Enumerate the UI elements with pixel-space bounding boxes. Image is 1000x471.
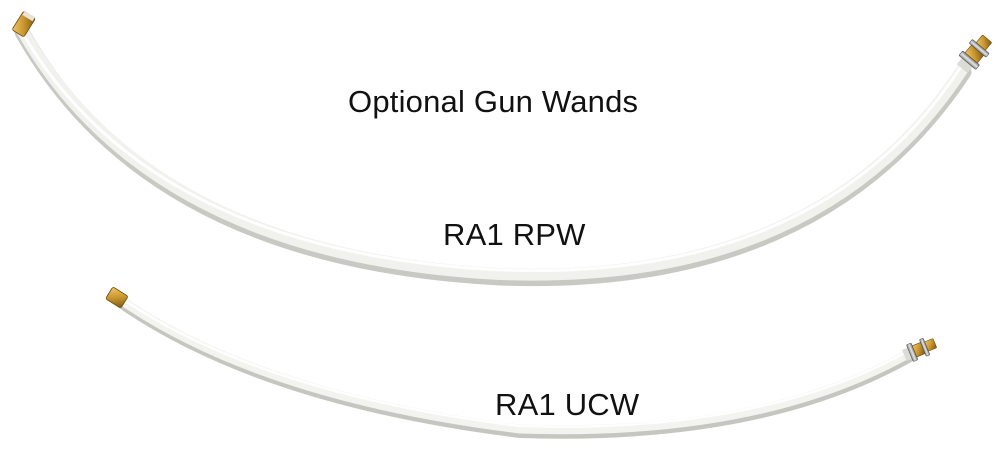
wand-rpw-tube-highlight (18, 27, 962, 273)
wand-ucw-label: RA1 UCW (495, 387, 640, 422)
wand-rpw-left-fitting (12, 10, 36, 37)
wand-rpw (12, 10, 992, 287)
page-title: Optional Gun Wands (348, 84, 639, 119)
wand-ucw-right-fitting (902, 338, 937, 362)
wand-rpw-right-fitting (956, 34, 992, 74)
wand-ucw-tube (113, 293, 913, 435)
wand-ucw (105, 287, 937, 439)
wand-ucw-left-fitting (105, 287, 128, 308)
wand-ucw-tube-highlight (116, 294, 910, 428)
wand-rpw-label: RA1 RPW (443, 217, 586, 252)
